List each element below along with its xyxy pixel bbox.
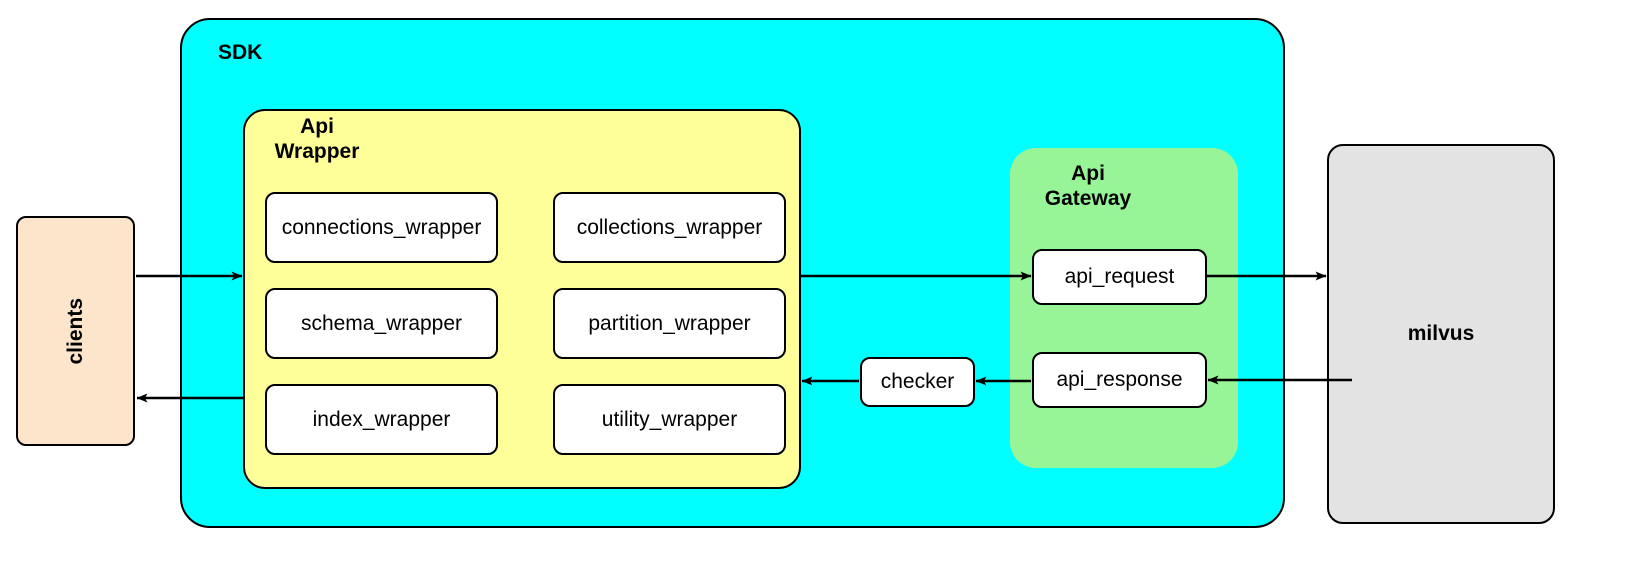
api-wrapper-title: Api Wrapper — [274, 115, 360, 163]
module-api-response[interactable]: api_response — [1032, 352, 1207, 408]
module-utility-wrapper[interactable]: utility_wrapper — [553, 384, 786, 455]
module-connections-wrapper[interactable]: connections_wrapper — [265, 192, 498, 263]
api-gateway-container[interactable] — [1010, 148, 1238, 468]
api-gateway-title: Api Gateway — [1044, 162, 1132, 210]
module-partition-wrapper[interactable]: partition_wrapper — [553, 288, 786, 359]
module-index-wrapper[interactable]: index_wrapper — [265, 384, 498, 455]
actor-clients[interactable]: clients — [16, 216, 135, 446]
module-checker[interactable]: checker — [860, 357, 975, 407]
module-schema-wrapper[interactable]: schema_wrapper — [265, 288, 498, 359]
module-collections-wrapper[interactable]: collections_wrapper — [553, 192, 786, 263]
actor-clients-label: clients — [63, 297, 87, 365]
module-api-request[interactable]: api_request — [1032, 249, 1207, 305]
actor-milvus: milvus — [1327, 144, 1555, 524]
sdk-title: SDK — [218, 41, 263, 64]
